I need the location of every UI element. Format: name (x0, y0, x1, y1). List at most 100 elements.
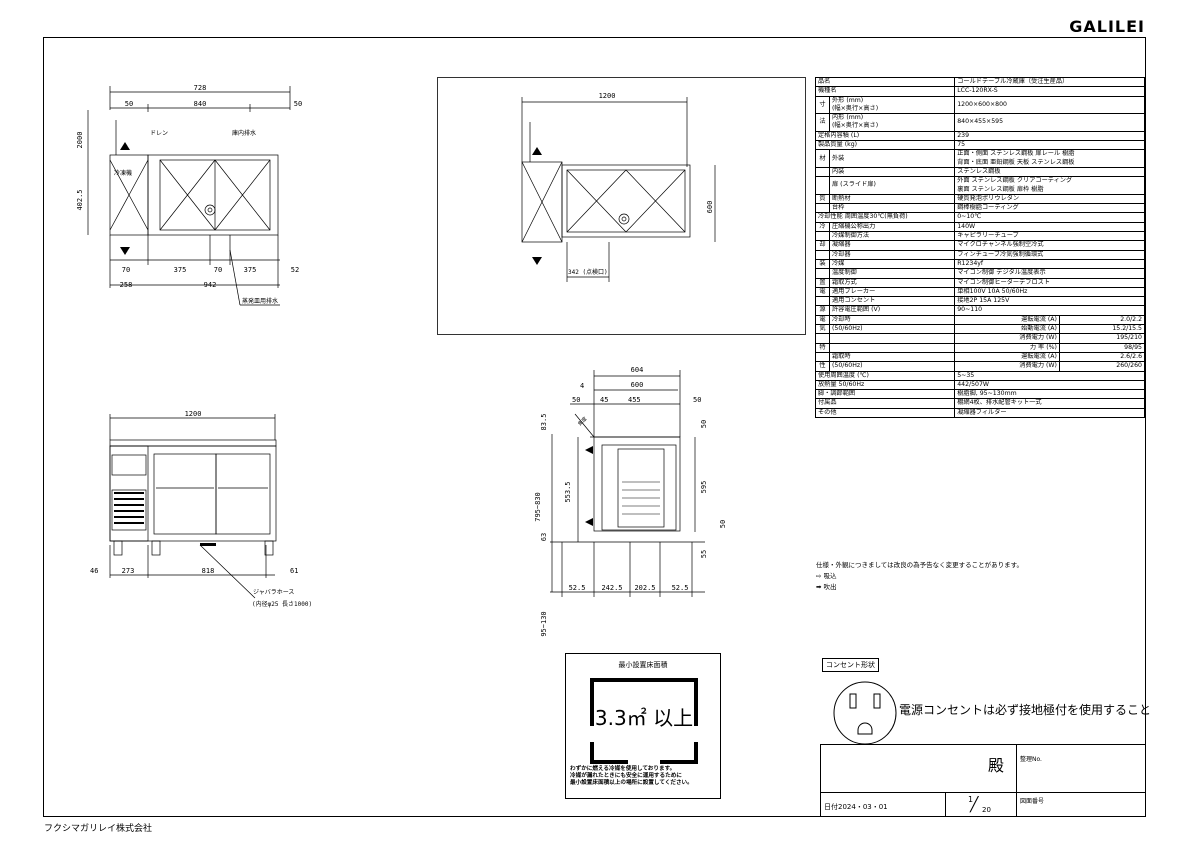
spec-group (815, 351, 830, 363)
spec-subkey: 消費電力 (W) (954, 333, 1060, 344)
spec-value: 2.6/2.6 (1058, 351, 1146, 363)
side-dim-600: 600 (631, 381, 644, 389)
spec-key: 脚・調節範囲 (814, 389, 956, 400)
spec-key: 圧縮機公称出力 (828, 221, 956, 233)
spec-key: 冷却時 (828, 314, 956, 326)
legend-exhaust: ➡ 吹出 (816, 583, 837, 591)
spec-value: フィンチューブ冷気強制循環式 (954, 249, 1145, 260)
spec-row: 扉 (スライド扉)外面 ステンレス鋼板 クリアコーティング 裏面 ステンレス鋼板… (815, 176, 1145, 195)
spec-group: 寸 (815, 95, 830, 115)
spec-key: 内装 (828, 166, 956, 178)
spec-key (828, 333, 956, 344)
spec-key: 適用コンセント (828, 296, 956, 307)
spec-row: 冷媒制御方法キャピラリーチューブ (815, 231, 1145, 242)
label-angle: 角度 (576, 415, 588, 427)
drawing-frame (43, 37, 1146, 817)
spec-value: 単相100V 10A 50/60Hz (954, 286, 1145, 298)
spec-value: 2.0/2.2 (1058, 314, 1146, 326)
spec-disclaimer: 仕様・外観につきましては改良の為予告なく変更することがあります。 (816, 561, 1024, 569)
spec-value: ステンレス鋼板 (954, 166, 1145, 178)
spec-key: 許容電圧範囲 (V) (828, 305, 956, 316)
spec-row: 付属品棚網4枚、排水配管キット一式 (814, 398, 1145, 409)
spec-value: 鋼棒樹脂コーティング (954, 203, 1145, 214)
side-dim-50-side: 50 (719, 520, 727, 528)
spec-value: 樹脂脚, 95~130mm (954, 389, 1145, 400)
side-dim-595: 595 (700, 481, 708, 494)
side-dim-553: 553.5 (564, 481, 572, 502)
spec-value: 凝縮器フィルター (954, 407, 1145, 419)
dim-728: 728 (194, 84, 207, 92)
outlet-label: コンセント形状 (822, 658, 879, 672)
side-dim-795: 795~830 (534, 492, 542, 522)
dim-2000: 2000 (76, 132, 84, 149)
spec-key: 凝縮器 (828, 240, 956, 251)
spec-value: 正面・側面 ステンレス鋼板 扉レール 樹脂 背面・底面 亜鉛鋼板 天板 ステンレ… (954, 149, 1145, 168)
spec-key: 冷却器 (828, 249, 956, 260)
dim-52: 52 (291, 266, 299, 274)
title-block-dono: 殿 (988, 756, 1005, 775)
side-bdim-52b: 52.5 (672, 584, 689, 592)
spec-value: LCC-120RX-S (954, 86, 1145, 97)
spec-value: 5~35 (954, 370, 1145, 381)
spec-key: 扉 (スライド扉) (828, 176, 956, 195)
spec-group: 電 (815, 314, 830, 326)
spec-key: (50/60Hz) (828, 361, 956, 372)
dim-375b: 375 (244, 266, 257, 274)
spec-group (815, 333, 830, 344)
dim-50-left: 50 (125, 100, 133, 108)
spec-value: 15.2/15.5 (1058, 323, 1146, 335)
min-floor-note-2: 冷媒が漏れたときにも安全に運用するために (570, 773, 682, 779)
side-bdim-242: 242.5 (601, 584, 622, 592)
front-dim-818: 818 (202, 567, 215, 575)
side-view-drawing: 604 600 4 50 45 455 50 角度 83.5 795~830 5… (534, 366, 727, 637)
spec-value: 1200×600×800 (954, 95, 1145, 115)
company-name: フクシマガリレイ株式会社 (44, 824, 153, 834)
spec-row: 材外装正面・側面 ステンレス鋼板 扉レール 樹脂 背面・底面 亜鉛鋼板 天板 ス… (815, 149, 1145, 168)
outlet-icon (833, 681, 897, 745)
legend-intake: ⇨ 吸込 (816, 572, 837, 580)
spec-row: その他凝縮器フィルター (814, 407, 1145, 419)
spec-group: 装 (815, 258, 830, 270)
spec-row: 気(50/60Hz)始動電流 (A)15.2/15.5 (815, 323, 1146, 335)
side-dim-63: 63 (540, 533, 548, 541)
spec-value: 接地2P 15A 125V (954, 296, 1145, 307)
spec-row: 冷却性能 周囲温度30℃(無負荷)0~10℃ (814, 212, 1145, 223)
spec-row: 却凝縮器マイクロチャンネル強制空冷式 (815, 240, 1145, 251)
rear-dim-1200: 1200 (599, 92, 616, 100)
spec-key: 放熱量 50/60Hz (814, 379, 956, 391)
spec-value: キャピラリーチューブ (954, 231, 1145, 242)
side-bdim-202: 202.5 (634, 584, 655, 592)
spec-row: 製品質量 (kg)75 (814, 140, 1145, 151)
spec-group (815, 296, 830, 307)
spec-key: その他 (814, 407, 956, 419)
spec-row: 温度制御マイコン制御 デジタル温度表示 (815, 268, 1145, 279)
side-bdim-52a: 52.5 (569, 584, 586, 592)
side-dim-95: 95~130 (540, 611, 548, 636)
spec-value: 98/95 (1058, 342, 1146, 353)
spec-value: 195/210 (1058, 333, 1146, 344)
label-hose-spec: (内径φ25 長さ1000) (252, 600, 312, 608)
legend-exhaust-label: 吹出 (823, 583, 837, 591)
spec-row: 特力 率 (%)98/95 (815, 342, 1146, 353)
front-dim-1200: 1200 (185, 410, 202, 418)
side-dim-55: 55 (700, 550, 708, 558)
top-view-drawing: 728 50 840 50 2000 402.5 ドレン 庫内排水 冷凍機 70… (76, 84, 302, 306)
label-hose: ジャバラホース (253, 589, 294, 596)
brand-logo: GALILEI (1069, 17, 1145, 36)
rear-view-drawing: 1200 600 342 (点検口) (437, 77, 806, 335)
side-dim-45: 45 (600, 396, 608, 404)
spec-notes: 仕様・外観につきましては改良の為予告なく変更することがあります。 ⇨ 吸込 ➡ … (816, 560, 1023, 593)
spec-value: 外面 ステンレス鋼板 クリアコーティング 裏面 ステンレス鋼板 扉枠 樹脂 (954, 176, 1145, 195)
spec-group: 性 (815, 361, 830, 372)
dim-942: 942 (204, 281, 217, 289)
side-dim-83: 83.5 (540, 414, 548, 431)
dim-70b: 70 (214, 266, 222, 274)
spec-row: 質断熱材硬質発泡ポリウレタン (815, 193, 1145, 205)
title-block-scale-den: 20 (982, 806, 991, 814)
spec-group: 法 (815, 113, 830, 132)
dim-375a: 375 (174, 266, 187, 274)
